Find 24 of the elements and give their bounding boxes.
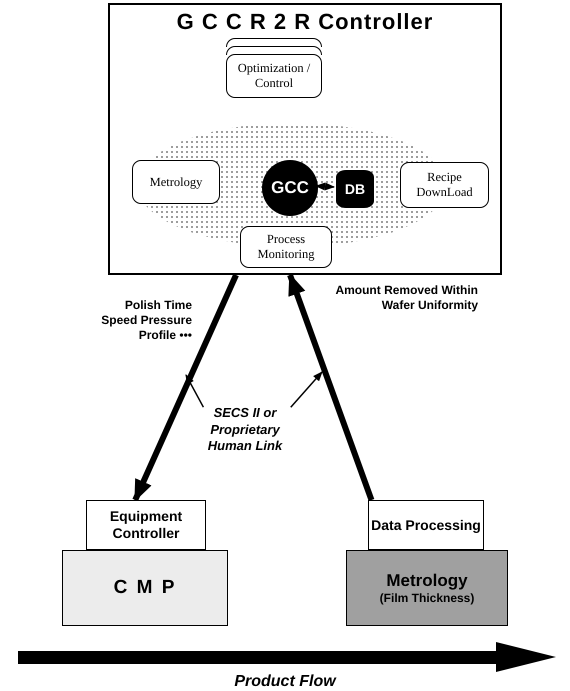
process-box: Process Monitoring: [240, 226, 332, 268]
controller-box: Data Processing: [368, 500, 484, 550]
edge-label: Amount Removed Within Wafer Uniformity: [334, 283, 478, 313]
arrow: [132, 274, 239, 502]
process-box: Recipe DownLoad: [400, 162, 489, 208]
arrow: [315, 182, 335, 190]
panel-title: G C C R 2 R Controller: [176, 9, 434, 35]
stacked-card: [226, 46, 322, 55]
annotation-text: SECS II or Proprietary Human Link: [193, 392, 297, 468]
equipment-box: C M P: [62, 550, 228, 626]
process-box: Optimization / Control: [226, 54, 322, 98]
equipment-box: [346, 550, 508, 626]
arrow: [185, 374, 204, 408]
box-title: Metrology: [386, 571, 468, 591]
flow-label: Product Flow: [233, 672, 338, 691]
box-subtitle: (Film Thickness): [380, 591, 474, 605]
arrow: [287, 273, 374, 502]
process-box: Metrology: [132, 160, 220, 204]
stacked-card: [226, 38, 322, 47]
controller-box: Equipment Controller: [86, 500, 206, 550]
database-cylinder: DB: [336, 170, 374, 208]
arrow: [290, 371, 323, 408]
edge-label: Polish Time Speed Pressure Profile •••: [100, 298, 192, 343]
controller-panel: [108, 3, 502, 275]
